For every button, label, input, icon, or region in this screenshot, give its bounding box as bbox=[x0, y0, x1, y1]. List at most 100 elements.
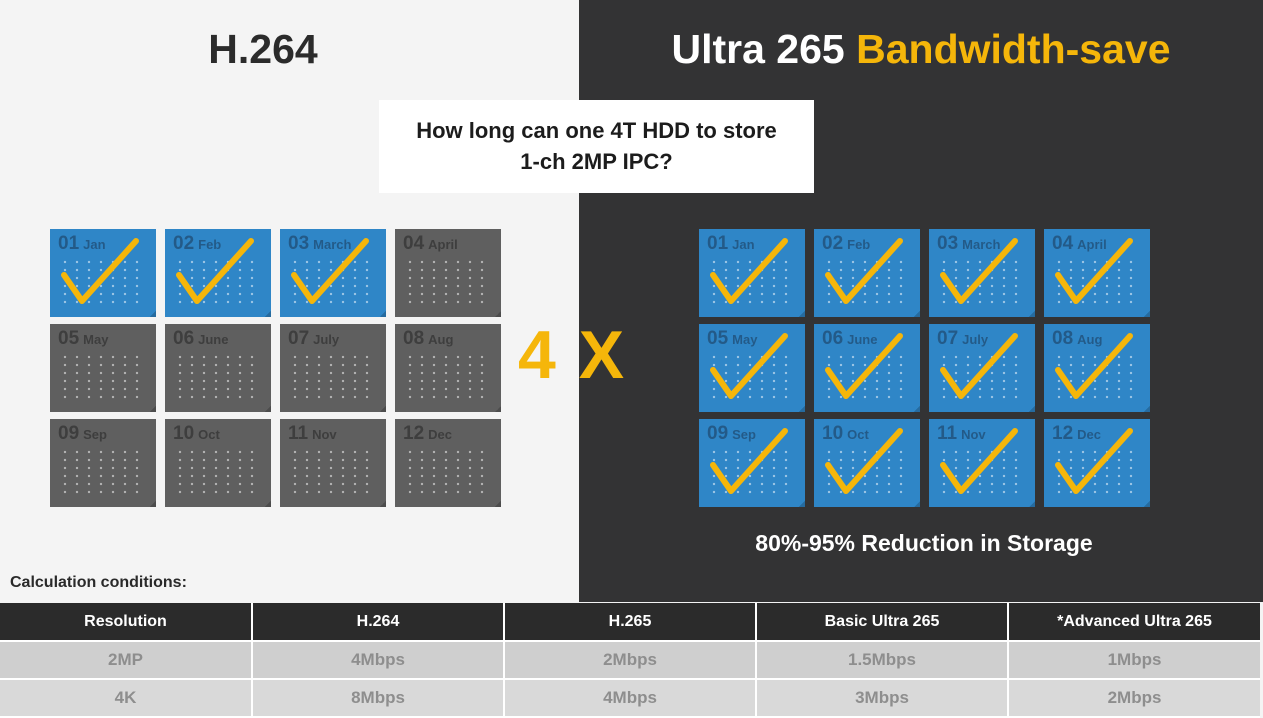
calendar-month-number: 04 bbox=[1052, 233, 1074, 254]
column-header-basic-ultra265: Basic Ultra 265 bbox=[756, 603, 1009, 642]
calendar-month-name: Aug bbox=[1077, 332, 1103, 347]
page-curl bbox=[905, 397, 920, 412]
bandwidth-save-label: Bandwidth-save bbox=[856, 26, 1171, 72]
table-row: 4K 8Mbps 4Mbps 3Mbps 2Mbps bbox=[0, 679, 1260, 718]
bitrate-table: Resolution H.264 H.265 Basic Ultra 265 *… bbox=[0, 603, 1260, 718]
checkmark-icon bbox=[940, 238, 1018, 304]
calendar-month-name: Oct bbox=[198, 427, 220, 442]
calendar-month-name: Nov bbox=[312, 427, 337, 442]
calendar-days-grid bbox=[174, 448, 258, 498]
checkmark-icon bbox=[940, 428, 1018, 494]
page-curl bbox=[486, 492, 501, 507]
calendar-month-name: Sep bbox=[732, 427, 756, 442]
calendar-month-number: 10 bbox=[173, 423, 195, 444]
calendar-month-number: 05 bbox=[58, 328, 80, 349]
checkmark-icon bbox=[1055, 428, 1133, 494]
page-curl bbox=[1020, 492, 1035, 507]
calendar-month-number: 10 bbox=[822, 423, 844, 444]
calendar-month-name: Oct bbox=[847, 427, 869, 442]
calendar-month-name: Aug bbox=[428, 332, 454, 347]
calendar-month-name: Nov bbox=[961, 427, 986, 442]
table-cell: 2Mbps bbox=[1008, 679, 1260, 718]
table-cell: 4Mbps bbox=[252, 641, 505, 680]
calendar-month-name: July bbox=[313, 332, 340, 347]
calendar-month-number: 11 bbox=[288, 423, 309, 444]
checkmark-icon bbox=[291, 238, 369, 304]
checkmark-icon bbox=[176, 238, 254, 304]
calendar-month-name: March bbox=[313, 237, 352, 252]
calendar-month-name: Feb bbox=[198, 237, 222, 252]
checkmark-icon bbox=[710, 238, 788, 304]
calendar-month-number: 02 bbox=[173, 233, 195, 254]
page-curl bbox=[141, 492, 156, 507]
calendar-days-grid bbox=[404, 258, 488, 308]
page-curl bbox=[905, 492, 920, 507]
page-curl bbox=[141, 302, 156, 317]
calendar-month-name: Feb bbox=[847, 237, 871, 252]
calendar-month-name: May bbox=[732, 332, 758, 347]
page-curl bbox=[1020, 397, 1035, 412]
table-cell: 4K bbox=[0, 679, 253, 718]
calendar-month-number: 08 bbox=[1052, 328, 1074, 349]
table-cell: 3Mbps bbox=[756, 679, 1009, 718]
page-curl bbox=[790, 492, 805, 507]
ultra265-title: Ultra 265 Bandwidth-save bbox=[579, 26, 1263, 73]
page-curl bbox=[486, 397, 501, 412]
calendar-month-number: 02 bbox=[822, 233, 844, 254]
calendar-month-name: Jan bbox=[732, 237, 755, 252]
calendar-month-name: Jan bbox=[83, 237, 106, 252]
calendar-month-name: April bbox=[428, 237, 458, 252]
page-curl bbox=[256, 492, 271, 507]
calendar-days-grid bbox=[59, 353, 143, 403]
table-row: 2MP 4Mbps 2Mbps 1.5Mbps 1Mbps bbox=[0, 641, 1260, 680]
table-cell: 8Mbps bbox=[252, 679, 505, 718]
page-curl bbox=[371, 397, 386, 412]
page-curl bbox=[1135, 492, 1150, 507]
page-curl bbox=[1020, 302, 1035, 317]
calendar-month-number: 07 bbox=[937, 328, 959, 349]
calendar-month-number: 01 bbox=[707, 233, 729, 254]
calendar-days-grid bbox=[289, 448, 373, 498]
calendar-month-name: July bbox=[962, 332, 989, 347]
calendar-days-grid bbox=[59, 448, 143, 498]
page-curl bbox=[790, 397, 805, 412]
checkmark-icon bbox=[825, 238, 903, 304]
checkmark-icon bbox=[825, 333, 903, 399]
page-curl bbox=[141, 397, 156, 412]
page-curl bbox=[905, 302, 920, 317]
page-curl bbox=[790, 302, 805, 317]
calendar-month-number: 06 bbox=[822, 328, 844, 349]
calendar-month-number: 03 bbox=[937, 233, 959, 254]
table-cell: 1.5Mbps bbox=[756, 641, 1009, 680]
calendar-month-number: 12 bbox=[1052, 423, 1074, 444]
checkmark-icon bbox=[710, 428, 788, 494]
